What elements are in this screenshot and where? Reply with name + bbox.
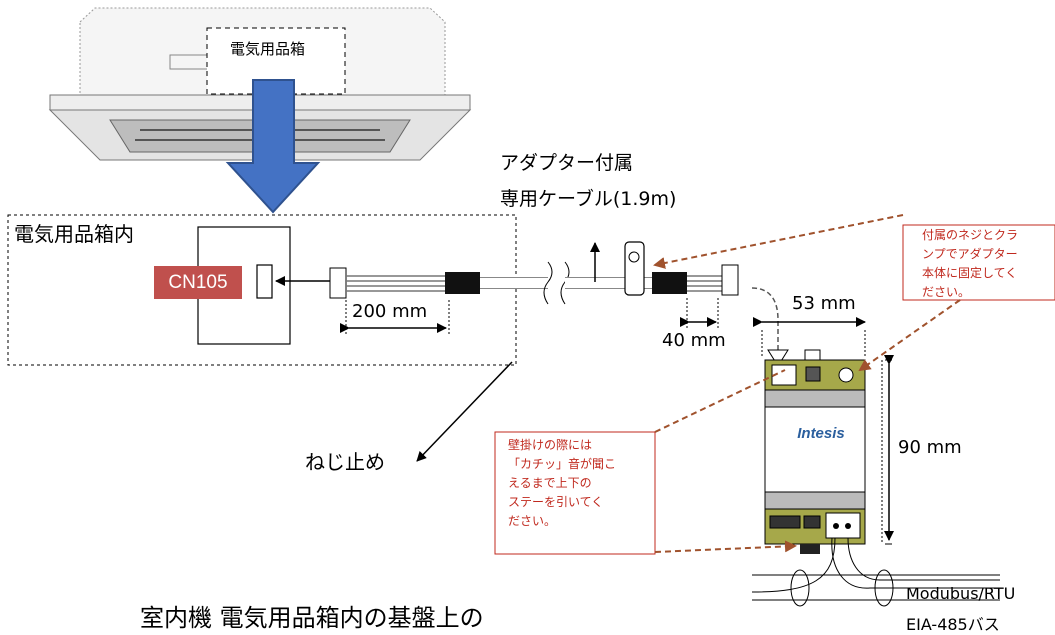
- insert-arrowhead: [767, 349, 789, 367]
- dim-53-label: 53 mm: [792, 293, 856, 314]
- dim-90-label: 90 mm: [898, 437, 962, 458]
- insert-curve: [751, 287, 779, 350]
- bus-label-line1: Modubus/RTU: [906, 584, 1016, 603]
- intesis-device: [764, 349, 866, 554]
- note-top-right: 付属のネジとクラ ンプでアダプター 本体に固定してく ださい。: [922, 228, 1019, 299]
- dim-40-label: 40 mm: [662, 330, 726, 351]
- big-down-arrow: [225, 79, 321, 214]
- leader-to-screw-hole: [858, 299, 961, 372]
- bottom-caption: 室内機 電気用品箱内の基盤上の: [140, 604, 484, 632]
- note-box-top-right: [902, 224, 1055, 301]
- ecb-inside-label: 電気用品箱内: [14, 222, 134, 246]
- screw-label: ねじ止め: [305, 450, 385, 474]
- dim-200-label: 200 mm: [352, 301, 428, 322]
- note-left-mid: 壁掛けの際には 「カチッ」音が聞こ えるまで上下の ステーを引いてく ださい。: [508, 438, 617, 528]
- leader-to-clamp: [653, 214, 904, 269]
- cn105-label: CN105: [154, 266, 242, 299]
- cn105-socket: [256, 264, 273, 299]
- ecb-inside-frame: [7, 214, 517, 366]
- leader-to-bottom-stay: [654, 540, 797, 553]
- bus-wires: [751, 537, 1000, 607]
- cable-label-line1: アダプター付属: [500, 152, 634, 174]
- note-box-left-mid: [494, 431, 656, 555]
- screw-pointer: [416, 361, 513, 462]
- adapter-cable: [329, 241, 739, 305]
- bus-label-line2: EIA-485バス: [906, 615, 1000, 634]
- leader-to-top-stay: [654, 369, 786, 433]
- intesis-logo: Intesis: [797, 425, 845, 442]
- ceiling-box-label: 電気用品箱: [230, 40, 306, 58]
- cable-label-line2: 専用ケーブル(1.9m): [500, 188, 677, 210]
